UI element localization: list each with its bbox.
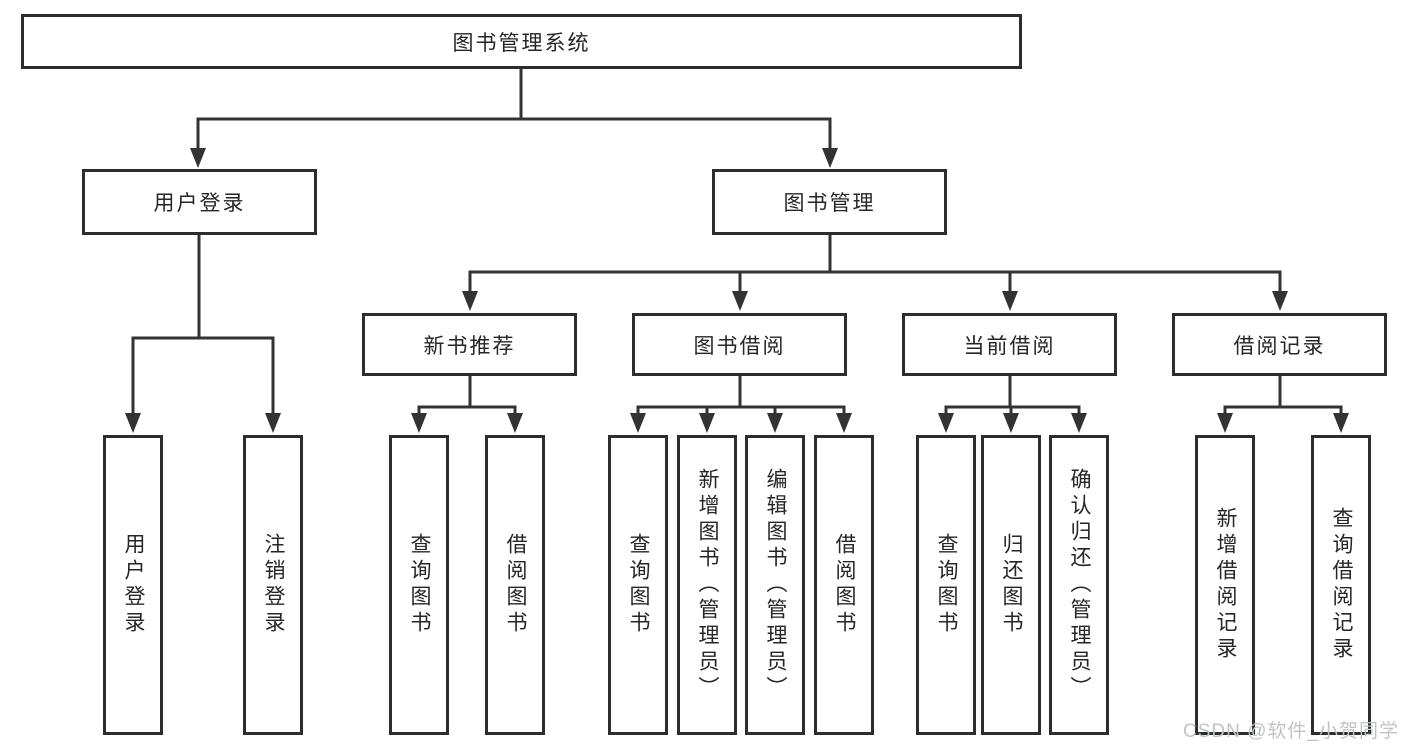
node-borrow-record: 借阅记录 (1172, 313, 1387, 376)
leaf-borrow-books: 借阅图书 (814, 435, 874, 735)
leaf-user-login: 用户登录 (103, 435, 163, 735)
node-book-borrow: 图书借阅 (632, 313, 847, 376)
leaf-return-book: 归还图书 (981, 435, 1041, 735)
leaf-add-book-admin: 新增图书（管理员） (677, 435, 737, 735)
node-new-book-recommend: 新书推荐 (362, 313, 577, 376)
leaf-query-books-borrow: 查询图书 (608, 435, 668, 735)
leaf-query-borrow-record: 查询借阅记录 (1311, 435, 1371, 735)
node-book-management: 图书管理 (712, 169, 947, 235)
leaf-borrow-books-recommend: 借阅图书 (485, 435, 545, 735)
leaf-query-books-recommend: 查询图书 (389, 435, 449, 735)
leaf-query-books-current: 查询图书 (916, 435, 976, 735)
leaf-edit-book-admin: 编辑图书（管理员） (745, 435, 805, 735)
csdn-watermark: CSDN @软件_小贺同学 (1183, 721, 1399, 742)
node-user-login: 用户登录 (82, 169, 317, 235)
leaf-logout: 注销登录 (243, 435, 303, 735)
node-library-system: 图书管理系统 (21, 14, 1022, 69)
leaf-confirm-return-admin: 确认归还（管理员） (1049, 435, 1109, 735)
leaf-add-borrow-record: 新增借阅记录 (1195, 435, 1255, 735)
connector-path (131, 69, 1343, 417)
node-current-borrow: 当前借阅 (902, 313, 1117, 376)
